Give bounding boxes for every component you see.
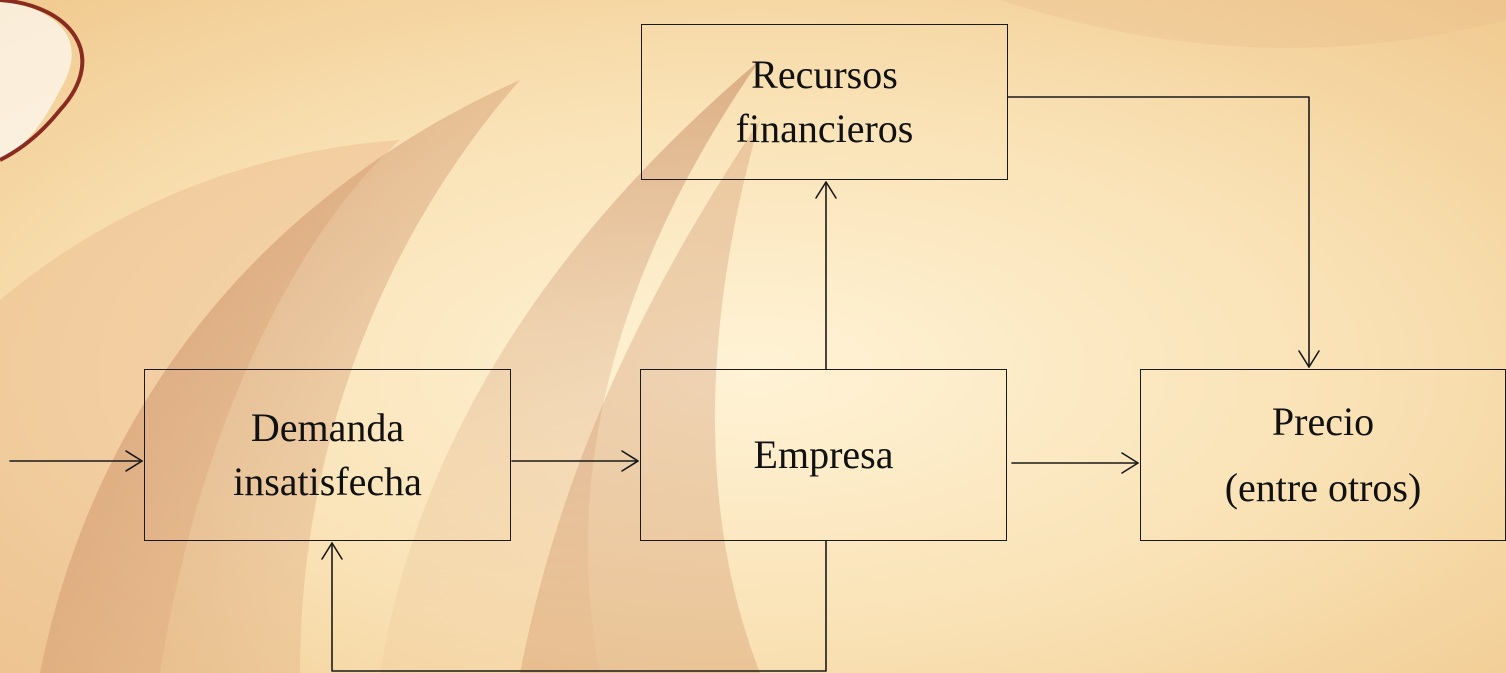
- node-precio-line-2: (entre otros): [1224, 465, 1422, 510]
- arrow-recursos-to-precio: [1007, 96, 1320, 368]
- arrow-empresa-to-recursos: [815, 181, 837, 370]
- node-empresa: Empresa: [640, 369, 1007, 541]
- node-recursos-line-2: financieros: [735, 106, 914, 151]
- node-recursos-financieros: Recursos financieros: [641, 24, 1008, 180]
- arrow-demanda-to-empresa: [511, 450, 639, 472]
- node-empresa-line-1: Empresa: [753, 432, 894, 477]
- arrow-empresa-to-demanda-feedback: [321, 540, 827, 672]
- node-demanda-line-1: Demanda: [250, 405, 405, 450]
- node-recursos-line-1: Recursos: [751, 52, 898, 97]
- node-demanda-line-2: insatisfecha: [233, 459, 422, 504]
- arrow-external-to-demanda: [9, 450, 143, 472]
- node-demanda-insatisfecha: Demanda insatisfecha: [144, 369, 511, 541]
- arrow-empresa-to-precio: [1011, 452, 1139, 474]
- node-precio-line-1: Precio: [1271, 399, 1375, 444]
